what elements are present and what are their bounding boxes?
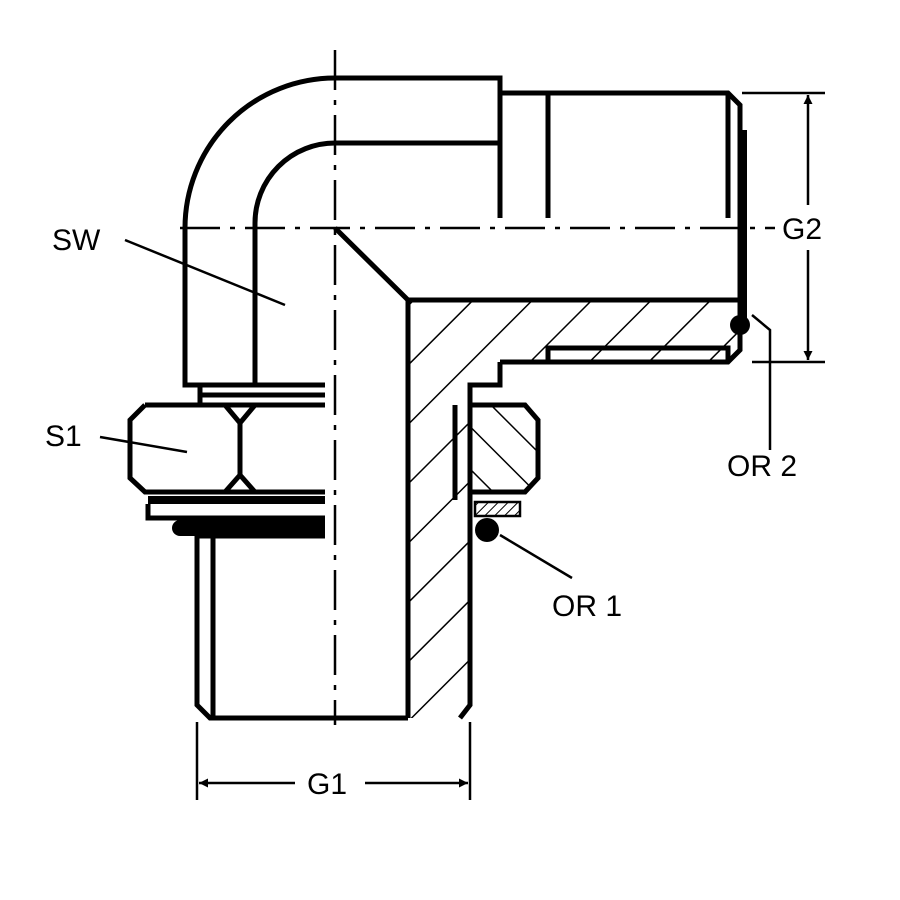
o-ring-or1 [475, 518, 499, 542]
leader-sw [124, 238, 286, 307]
swivel-nut [127, 385, 541, 521]
o-ring-or2 [730, 315, 750, 335]
label-g2: G2 [782, 213, 822, 246]
label-g1: G1 [307, 768, 347, 801]
thread-end-g1 [194, 533, 408, 721]
o-ring-seal [172, 520, 325, 536]
section-hatch-body [408, 300, 740, 718]
label-sw: SW [52, 224, 101, 257]
leader-or2 [751, 314, 772, 450]
label-or2: OR 2 [727, 450, 797, 483]
label-s1: S1 [45, 420, 82, 453]
leader-or1 [499, 533, 573, 580]
dimension-g2 [742, 91, 825, 364]
leader-s1 [99, 435, 188, 454]
elbow-body [182, 75, 740, 720]
dimension-g1 [195, 722, 472, 800]
label-or1: OR 1 [552, 590, 622, 623]
